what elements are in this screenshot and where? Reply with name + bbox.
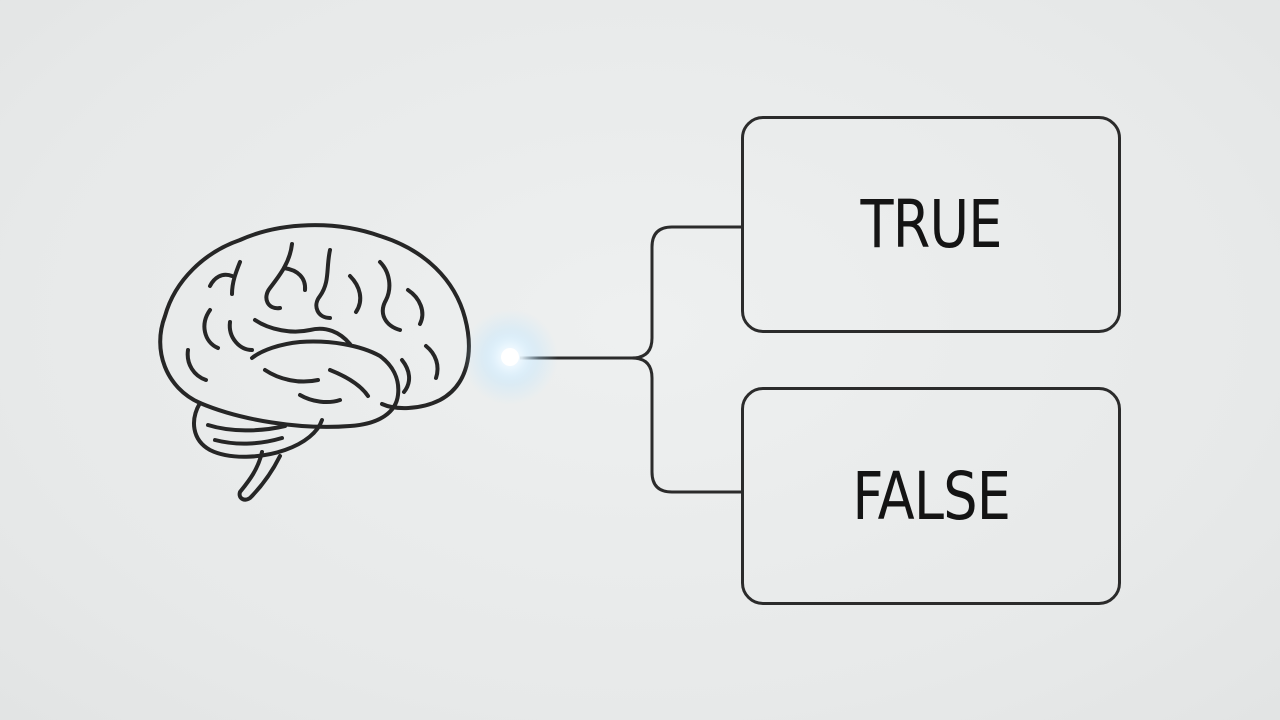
false-option-box[interactable]: FALSE bbox=[741, 387, 1121, 605]
connector-branch-true bbox=[631, 225, 741, 360]
true-option-label: TRUE bbox=[860, 186, 1002, 263]
connector-branch-false bbox=[631, 356, 741, 494]
true-option-box[interactable]: TRUE bbox=[741, 116, 1121, 333]
brain-icon bbox=[158, 223, 471, 502]
false-option-label: FALSE bbox=[852, 457, 1011, 535]
glow-spark bbox=[462, 309, 558, 405]
